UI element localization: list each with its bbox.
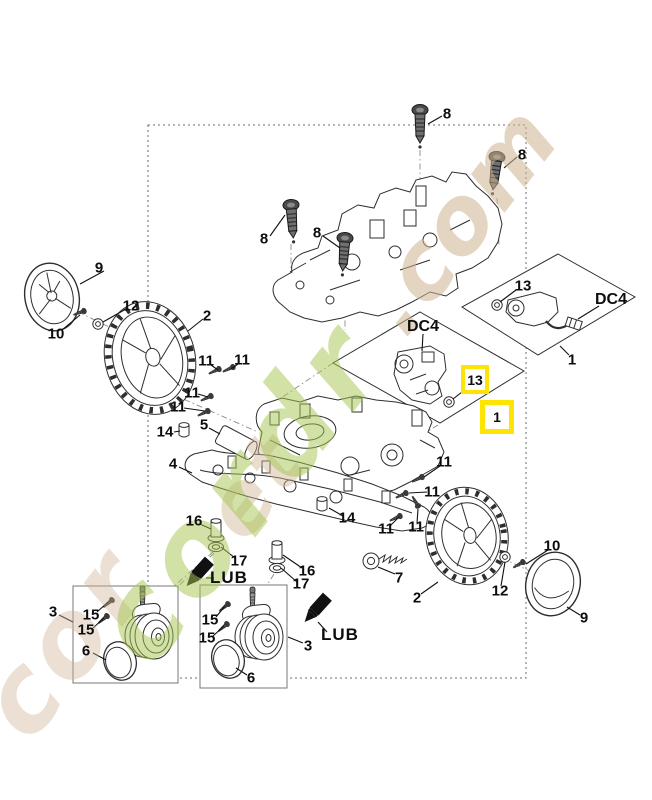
bottom-tray-drawing — [184, 449, 432, 532]
lub-label: LUB — [321, 625, 359, 644]
part-callout-15: 15 — [77, 621, 95, 639]
part-callout-14: 14 — [338, 509, 356, 527]
part-callout-5: 5 — [199, 416, 209, 434]
lub-label: LUB — [210, 568, 248, 587]
part-callout-6: 6 — [81, 642, 91, 660]
part-callout-8: 8 — [259, 230, 269, 248]
part-callout-11: 11 — [184, 384, 200, 402]
part-7-clip-spring — [362, 552, 408, 570]
part-14-icon — [178, 422, 190, 438]
part-callout-15: 15 — [201, 611, 219, 629]
part-callout-12: 12 — [491, 582, 509, 600]
part-callout-9: 9 — [94, 259, 104, 277]
washer-12-icon — [499, 551, 511, 563]
part-callout-11: 11 — [436, 453, 452, 471]
part-callout-4: 4 — [168, 455, 178, 473]
part-callout-17: 17 — [230, 552, 248, 570]
part-callout-17: 17 — [292, 575, 310, 593]
lub-marker-icon — [300, 592, 332, 626]
part-callout-8: 8 — [517, 146, 527, 164]
upper-housing-drawing — [272, 171, 503, 323]
dc4-label: DC4 — [406, 318, 440, 335]
part-callout-8: 8 — [312, 224, 322, 242]
left-wheel-cap-drawing — [23, 262, 81, 332]
dc4-motor-right-drawing — [505, 291, 583, 331]
part-callout-10: 10 — [543, 537, 561, 555]
ring-17-icon — [269, 562, 285, 574]
part-callout-2: 2 — [412, 589, 422, 607]
part-callout-7: 7 — [394, 569, 404, 587]
part-callout-12: 12 — [122, 297, 140, 315]
right-drive-wheel-drawing — [425, 486, 509, 586]
part-callout-2: 2 — [202, 307, 212, 325]
part-callout-10: 10 — [47, 325, 65, 343]
part-callout-15: 15 — [82, 606, 100, 624]
part-callout-3: 3 — [303, 637, 313, 655]
screw-11-icon — [199, 391, 216, 404]
dc4-label: DC4 — [594, 291, 628, 308]
part-callout-16: 16 — [185, 512, 203, 530]
left-drive-wheel-drawing — [103, 301, 197, 415]
screw-10-icon — [511, 557, 528, 571]
washer-13-icon — [443, 396, 455, 408]
part-callout-11: 11 — [408, 518, 424, 536]
part-callout-11: 11 — [378, 520, 394, 538]
part-callout-3: 3 — [48, 603, 58, 621]
part-callout-16: 16 — [298, 562, 316, 580]
part-callout-6: 6 — [246, 669, 256, 687]
part-callout-14: 14 — [156, 423, 174, 441]
part-callout-15: 15 — [198, 629, 216, 647]
part-callout-11: 11 — [234, 351, 250, 369]
right-wheel-cap-drawing — [524, 551, 582, 617]
screw-8-icon — [411, 104, 429, 150]
leader-lines — [58, 115, 600, 676]
part-callout-11: 11 — [170, 398, 186, 416]
part-callout-1: 1 — [567, 351, 577, 369]
highlighted-part-13[interactable]: 13 — [461, 365, 489, 394]
part-callout-9: 9 — [579, 609, 589, 627]
washer-12-icon — [92, 318, 104, 330]
highlighted-part-1[interactable]: 1 — [480, 400, 514, 434]
part-callout-11: 11 — [424, 483, 440, 501]
part-callout-13: 13 — [514, 277, 532, 295]
part-callout-11: 11 — [198, 352, 214, 370]
part-callout-8: 8 — [442, 105, 452, 123]
dc4-motor-left-drawing — [393, 345, 447, 405]
screw-8-icon — [282, 198, 303, 245]
